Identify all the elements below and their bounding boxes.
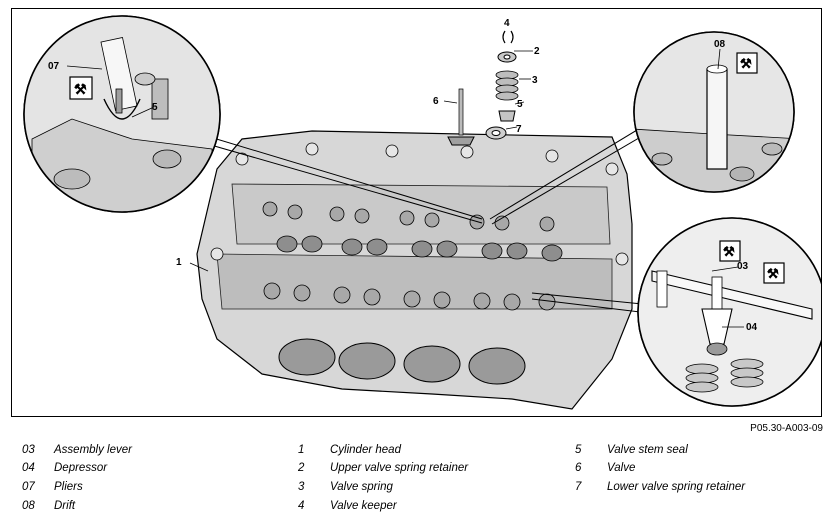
callout-2: 2 [534,46,540,57]
callout-3: 3 [532,75,538,86]
technical-illustration: ⚒ ⚒ ⚒ [11,8,822,417]
cylinder-head [196,130,633,410]
valve-keeper [502,30,506,44]
tool-icon: ⚒ [74,82,87,98]
valve-assembly-exploded [447,30,519,146]
inset-pliers: ⚒ [23,15,221,213]
callout-04: 04 [746,322,758,333]
callout-08: 08 [714,39,726,50]
callout-07: 07 [48,61,60,72]
callout-7: 7 [516,124,522,135]
cylinder-head-drawing: ⚒ ⚒ ⚒ [23,15,821,410]
figure-id: P05.30-A003-09 [750,423,823,434]
stem-seal [498,110,516,122]
callout-5-inset: 5 [152,102,158,113]
callout-4: 4 [504,18,510,29]
callout-03: 03 [737,261,749,272]
tool-icon: ⚒ [740,57,752,72]
inset-lever: ⚒ ⚒ [637,217,821,407]
callout-6: 6 [433,96,439,107]
callout-5: 5 [517,99,523,110]
tool-icon: ⚒ [723,245,735,260]
valve [447,88,475,146]
callout-1: 1 [176,257,182,268]
tool-icon: ⚒ [767,267,779,282]
valve-spring [495,70,519,101]
inset-drift: ⚒ [633,31,795,193]
